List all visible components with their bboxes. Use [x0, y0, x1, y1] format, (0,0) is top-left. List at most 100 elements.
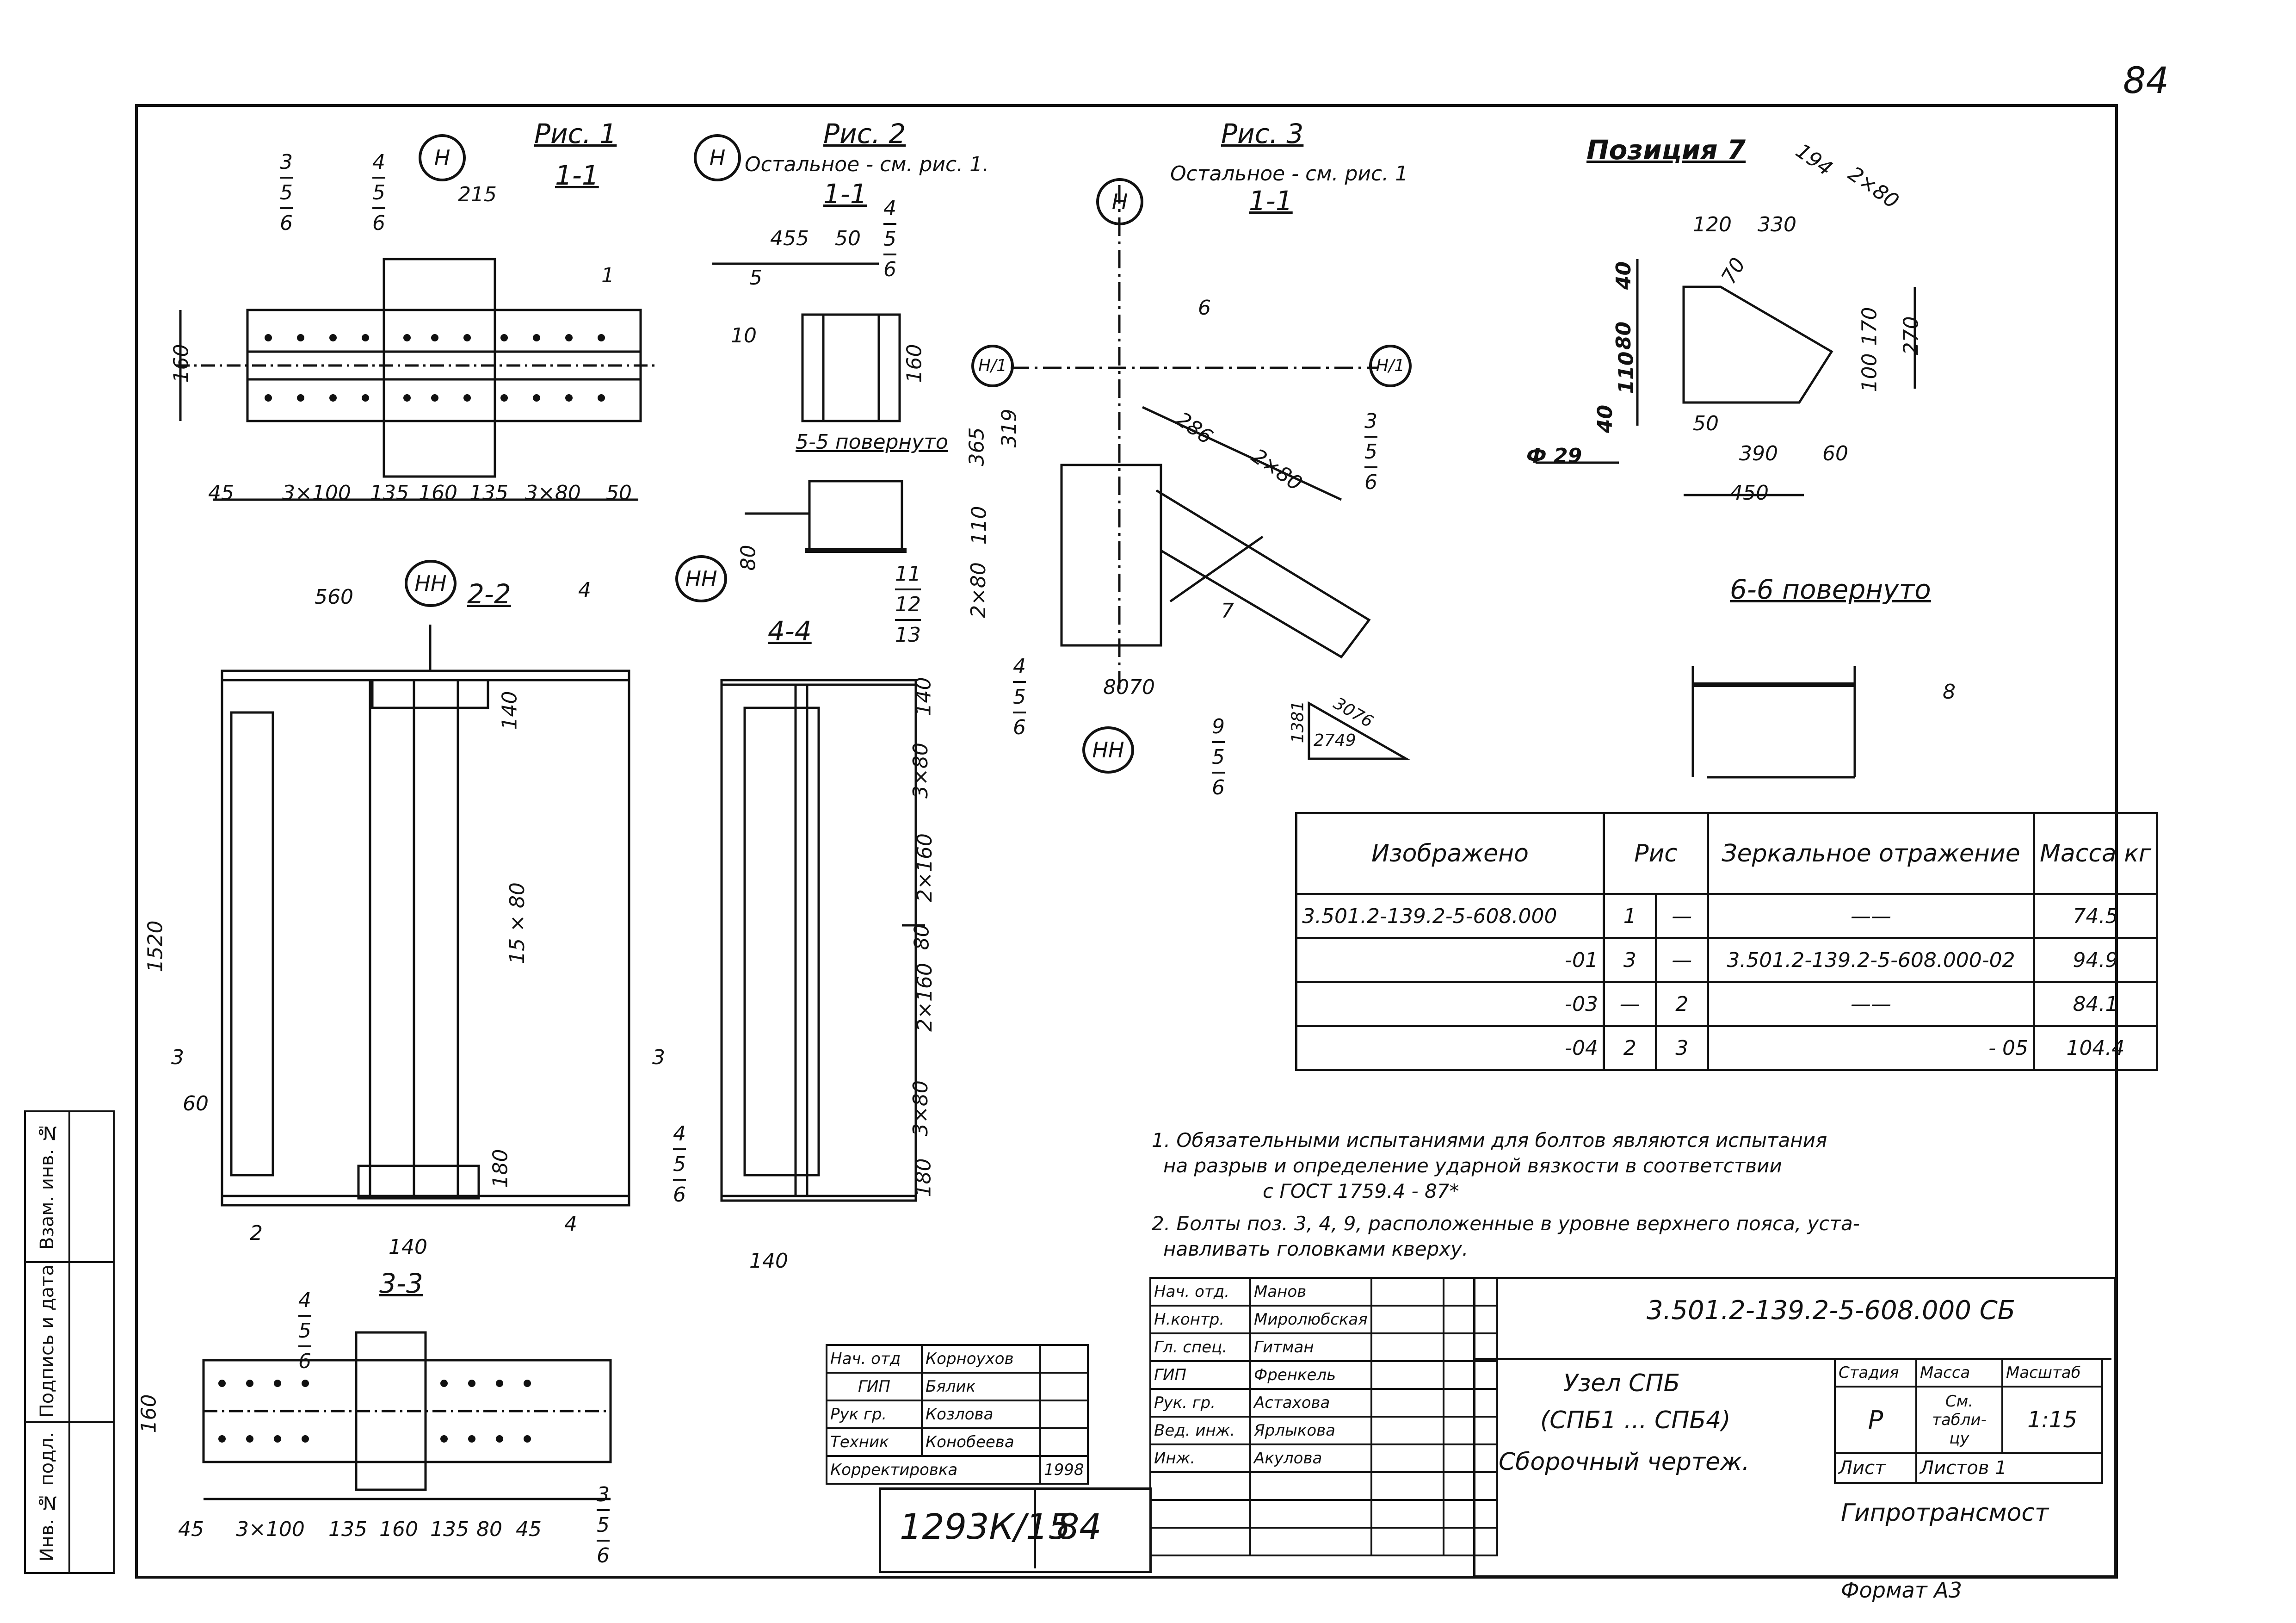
stamp-year: 1998	[1039, 1455, 1089, 1485]
dim-pos7-bottom3: 450	[1730, 481, 1769, 505]
dim-fig3-bottom: 8070	[1103, 675, 1155, 699]
spec-header-fig: Рис	[1603, 812, 1709, 895]
sec22-title: 2-2	[467, 578, 511, 610]
dim-sec33-4: 135	[430, 1518, 469, 1541]
dim-pos7-left0: 40	[1612, 261, 1636, 290]
table-row: -03—2——84.1	[1295, 981, 2159, 1027]
dim-sec22-2: 15 × 80	[505, 882, 529, 964]
drawing-name-2: (СПБ1 ... СПБ4)	[1540, 1406, 1731, 1434]
table-row: Гл. спец.Гитман	[1149, 1332, 1498, 1362]
dim-sec44-4: 2×160	[913, 963, 937, 1032]
marker-h-fig3: Н	[1096, 178, 1143, 225]
note-1b: на разрыв и определение ударной вязкости…	[1163, 1154, 1782, 1177]
dim-pos7-bottom2: 60	[1822, 442, 1848, 465]
dim-pos7-right0: 170	[1858, 307, 1882, 346]
dim-fig2-top0: 455	[770, 227, 809, 250]
section-mark-5: 5	[749, 266, 762, 290]
dim-sec44-3: 80	[910, 924, 934, 950]
table-row: Инж.Акулова	[1149, 1443, 1498, 1473]
spec-header-mass: Масса кг	[2032, 812, 2159, 895]
drawing-code: 3.501.2-139.2-5-608.000 СБ	[1647, 1295, 2016, 1326]
page-number: 84	[2123, 60, 2169, 102]
table-row: Нач. отд.Манов	[1149, 1277, 1498, 1307]
inventory-number: 1293К/15	[900, 1506, 1071, 1547]
fig3-note: Остальное - см. рис. 1	[1170, 162, 1408, 186]
sheets-value: 1	[1995, 1457, 2007, 1479]
fig1-section: 1-1	[555, 160, 599, 191]
title-main-block	[1473, 1277, 2116, 1578]
dim-fig1-height: 160	[169, 344, 193, 383]
dim-sec33-6: 45	[516, 1518, 542, 1541]
dim-fig1-3: 160	[419, 481, 457, 505]
dim-sec22-0: 560	[315, 585, 353, 609]
pos7-hole: Ф 29	[1526, 444, 1582, 468]
marker-hh-fig3: НН	[1082, 726, 1134, 774]
dim-fig2-height: 160	[902, 344, 926, 383]
fig2-title: Рис. 2	[823, 118, 906, 149]
dim-pos7-left2: 110	[1614, 351, 1638, 394]
fig2-section: 1-1	[823, 178, 867, 210]
dim-sec44-7: 140	[749, 1249, 788, 1273]
dim-sec22-4: 180	[488, 1149, 512, 1188]
section-mark-3-right: 3	[652, 1046, 665, 1069]
dim-fig1-4: 135	[469, 481, 508, 505]
dim-triangle-base: 2749	[1314, 731, 1356, 750]
drawing-name-1: Узел СПБ	[1563, 1369, 1680, 1397]
dim-fig1-2: 135	[370, 481, 409, 505]
table-row: Вед. инж.Ярлыкова	[1149, 1416, 1498, 1445]
stage-header: Стадия	[1834, 1358, 1917, 1388]
dim-sec22-3: 1520	[143, 920, 167, 973]
dim-sec33-3: 160	[379, 1518, 418, 1541]
dim-sec44-0: 140	[912, 677, 936, 716]
marker-h1-left: Н/1	[971, 345, 1014, 387]
drawing-name-3: Сборочный чертеж.	[1499, 1448, 1750, 1476]
section-mark-4-bottom: 4	[564, 1212, 577, 1236]
sec22-drawing	[221, 625, 630, 1207]
pos-label-1: 1	[601, 264, 614, 287]
spec-header-image: Изображено	[1295, 812, 1605, 895]
title-people-table: Нач. отд.Манов Н.контр.Миролюбская Гл. с…	[1149, 1277, 1498, 1556]
inventory-sheet: 84	[1057, 1506, 1102, 1547]
dim-sec44-6: 180	[912, 1158, 936, 1197]
dim-sec22-1: 140	[498, 691, 522, 730]
sec44-drawing	[720, 679, 925, 1202]
dim-fig1-5: 3×80	[525, 481, 581, 505]
sec44-title: 4-4	[768, 615, 812, 647]
dim-pos7-right1: 100	[1858, 353, 1882, 392]
dim-sec33-height: 160	[137, 1394, 161, 1433]
note-1a: 1. Обязательными испытаниями для болтов …	[1152, 1129, 1827, 1152]
inventory-box	[879, 1487, 1152, 1573]
dim-fig3-2: 110	[967, 506, 991, 545]
position7-drawing	[1536, 259, 1916, 496]
note-2a: 2. Болты поз. 3, 4, 9, расположенные в у…	[1152, 1212, 1860, 1235]
dim-fig3-0: 365	[965, 427, 989, 466]
dim-pos7-bottom1: 390	[1739, 442, 1778, 465]
format-label: Формат А3	[1841, 1578, 1962, 1603]
scale-header: Масштаб	[2001, 1358, 2103, 1388]
dim-sec44-1: 3×80	[908, 743, 932, 799]
mass-header: Масса	[1915, 1358, 2003, 1388]
scale-value: 1:15	[2001, 1386, 2103, 1454]
title-divider	[1473, 1358, 2111, 1360]
stage-value: Р	[1834, 1386, 1917, 1454]
fig3-title: Рис. 3	[1221, 118, 1304, 149]
sheet-label: Лист	[1834, 1452, 1917, 1484]
table-row: Рук. гр.Астахова	[1149, 1388, 1498, 1418]
fig1-drawing	[176, 258, 657, 501]
